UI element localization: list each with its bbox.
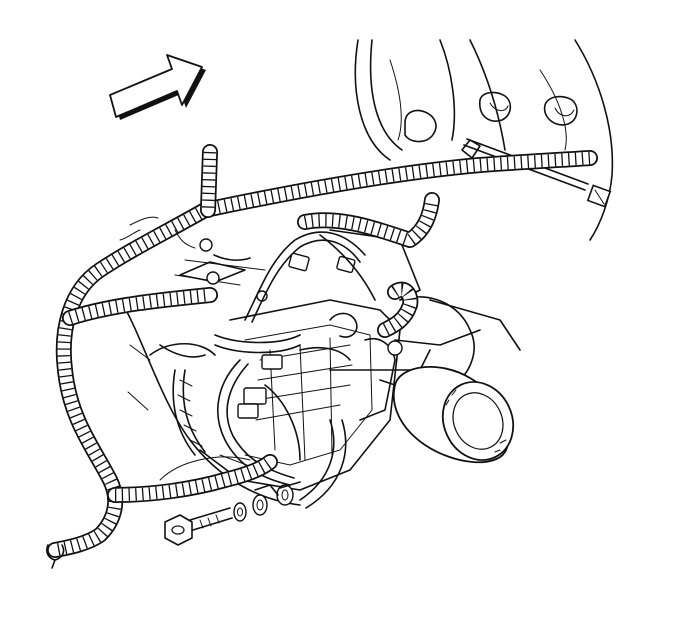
wiring-harness <box>47 144 598 558</box>
harness-end <box>46 544 65 569</box>
connectors <box>199 238 403 419</box>
transmission-housing <box>354 39 614 241</box>
ground-bolts <box>164 481 301 546</box>
harness-branch-upper <box>213 231 376 323</box>
direction-arrow <box>109 54 206 120</box>
harness-branch-lower <box>172 359 301 486</box>
engine-block <box>119 229 521 509</box>
oil-filter <box>379 366 515 464</box>
harness-bolt <box>461 138 612 208</box>
